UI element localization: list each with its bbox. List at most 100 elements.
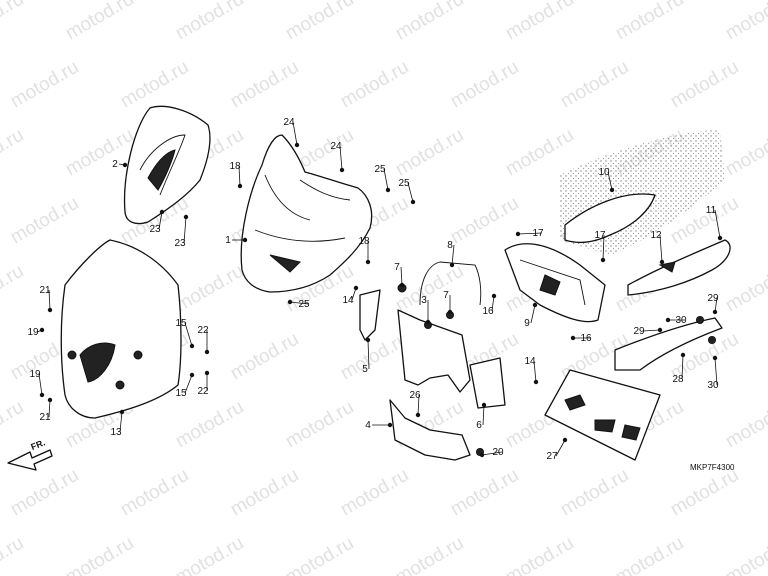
- fastener-dot: [39, 392, 45, 398]
- fastener-dot: [237, 183, 243, 189]
- watermark-text: motod.ru: [447, 193, 522, 249]
- callout-number[interactable]: 25: [374, 164, 386, 175]
- callout-number[interactable]: 29: [707, 293, 719, 304]
- fastener-dot: [717, 235, 723, 241]
- callout-number[interactable]: 15: [175, 318, 187, 329]
- fastener-dot: [425, 319, 431, 325]
- fastener-dot: [47, 307, 53, 313]
- callout-number[interactable]: 5: [362, 364, 368, 375]
- windscreen: [60, 239, 182, 419]
- fastener-dot: [712, 355, 718, 361]
- fastener-dot: [189, 372, 195, 378]
- fastener-dot: [183, 214, 189, 220]
- callout-number[interactable]: 21: [39, 285, 51, 296]
- callout-number[interactable]: 1: [225, 235, 231, 246]
- callout-number[interactable]: 20: [492, 447, 504, 458]
- callout-number[interactable]: 16: [580, 333, 592, 344]
- upper-cowl: [240, 134, 373, 293]
- callout-number[interactable]: 25: [398, 178, 410, 189]
- callout-number[interactable]: 24: [283, 117, 295, 128]
- leader-line: [555, 439, 566, 457]
- callout-number[interactable]: 6: [476, 420, 482, 431]
- fastener-dot: [481, 402, 487, 408]
- callout-number[interactable]: 19: [29, 369, 41, 380]
- leader-lines: [36, 121, 723, 458]
- watermark-text: motod.ru: [722, 125, 768, 181]
- callout-number[interactable]: 11: [706, 205, 717, 216]
- callout-number[interactable]: 30: [707, 380, 719, 391]
- fastener-dot: [365, 259, 371, 265]
- fastener-dot: [680, 352, 686, 358]
- fastener-dot: [659, 259, 665, 265]
- direction-label: FR.: [29, 437, 46, 452]
- callout-number[interactable]: 25: [298, 299, 310, 310]
- leader-line: [714, 297, 718, 313]
- diagram-code: MKP7F4300: [690, 463, 735, 472]
- callout-number[interactable]: 9: [524, 318, 530, 329]
- watermark-text: motod.ru: [0, 0, 27, 44]
- fastener-dot: [385, 187, 391, 193]
- leader-line: [681, 354, 684, 380]
- callout-number[interactable]: 23: [174, 238, 186, 249]
- license-plate-bracket: [544, 369, 661, 461]
- watermark-text: motod.ru: [667, 57, 742, 113]
- callout-number[interactable]: 18: [358, 236, 370, 247]
- callout-number[interactable]: 14: [342, 295, 354, 306]
- callout-number[interactable]: 18: [229, 161, 241, 172]
- fastener-dot: [159, 209, 165, 215]
- callout-number[interactable]: 7: [394, 262, 400, 273]
- callout-number[interactable]: 21: [39, 412, 51, 423]
- callout-number[interactable]: 19: [27, 327, 39, 338]
- leader-line: [417, 394, 420, 416]
- callout-number[interactable]: 3: [421, 295, 427, 306]
- watermark-text: motod.ru: [117, 465, 192, 521]
- callout-number[interactable]: 30: [675, 315, 687, 326]
- callout-number[interactable]: 13: [110, 427, 122, 438]
- fastener-dot: [353, 285, 359, 291]
- watermark-text: motod.ru: [667, 465, 742, 521]
- fastener-dot: [387, 422, 393, 428]
- watermark-text: motod.ru: [447, 465, 522, 521]
- callout-number[interactable]: 22: [197, 325, 209, 336]
- fastener-dot: [533, 379, 539, 385]
- callout-number[interactable]: 27: [546, 451, 558, 462]
- leader-line: [530, 304, 536, 324]
- callout-number[interactable]: 4: [365, 420, 371, 431]
- watermark-text: motod.ru: [722, 0, 768, 44]
- callout-number[interactable]: 23: [149, 224, 161, 235]
- leader-line: [339, 145, 343, 171]
- callout-number[interactable]: 29: [633, 326, 645, 337]
- leader-line: [292, 121, 298, 146]
- leader-line: [119, 411, 123, 433]
- callout-number[interactable]: 7: [443, 290, 449, 301]
- callout-number[interactable]: 15: [175, 388, 187, 399]
- fastener-dot: [665, 317, 671, 323]
- callout-number[interactable]: 24: [330, 141, 342, 152]
- callout-number[interactable]: 12: [650, 230, 662, 241]
- fastener-dot: [242, 237, 248, 243]
- callout-number[interactable]: 17: [594, 230, 606, 241]
- callout-number[interactable]: 2: [112, 159, 118, 170]
- watermark-text: motod.ru: [227, 329, 302, 385]
- fastener-dot: [204, 349, 210, 355]
- fastener-dot: [415, 412, 421, 418]
- leader-line: [451, 244, 455, 266]
- watermark-text: motod.ru: [392, 125, 467, 181]
- callout-number[interactable]: 16: [482, 306, 494, 317]
- callout-number[interactable]: 22: [197, 386, 209, 397]
- callout-number[interactable]: 28: [672, 374, 684, 385]
- fastener-dot: [491, 293, 497, 299]
- callout-number[interactable]: 10: [598, 167, 610, 178]
- watermark-text: motod.ru: [117, 57, 192, 113]
- leader-line: [491, 295, 495, 312]
- fastener-dot: [189, 343, 195, 349]
- leader-line: [367, 339, 370, 370]
- fastener-dot: [365, 337, 371, 343]
- callout-number[interactable]: 14: [524, 356, 536, 367]
- watermark-text: motod.ru: [502, 125, 577, 181]
- callout-number[interactable]: 8: [447, 240, 453, 251]
- callout-number[interactable]: 26: [409, 390, 421, 401]
- fastener-dot: [515, 231, 521, 237]
- callout-number[interactable]: 17: [532, 228, 544, 239]
